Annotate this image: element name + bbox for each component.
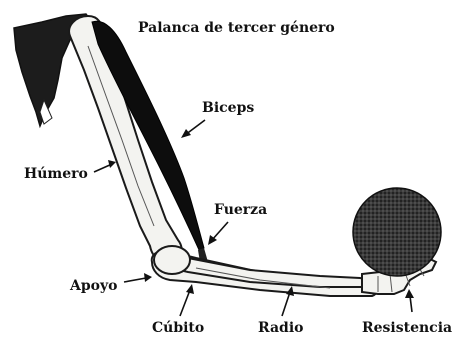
elbow-joint: [154, 246, 190, 274]
biceps-arrowhead: [181, 129, 191, 138]
cubito-arrowhead: [186, 284, 194, 294]
radio-arrow: [282, 292, 290, 316]
label-resistencia: Resistencia: [362, 320, 452, 336]
humero-arrowhead: [108, 160, 116, 168]
ball-weight: [353, 188, 441, 276]
label-cubito: Cúbito: [152, 320, 204, 336]
label-radio: Radio: [258, 320, 303, 336]
cubito-arrow: [180, 290, 190, 316]
resistencia-arrowhead: [405, 289, 414, 298]
diagram-title: Palanca de tercer género: [138, 20, 335, 36]
apoyo-arrow: [124, 278, 146, 282]
label-fuerza: Fuerza: [214, 202, 267, 218]
resistencia-arrow: [410, 296, 412, 312]
apoyo-arrowhead: [144, 273, 152, 282]
label-humero: Húmero: [24, 166, 88, 182]
fuerza-arrow: [212, 222, 228, 240]
label-biceps: Biceps: [202, 100, 254, 116]
label-apoyo: Apoyo: [69, 278, 117, 294]
